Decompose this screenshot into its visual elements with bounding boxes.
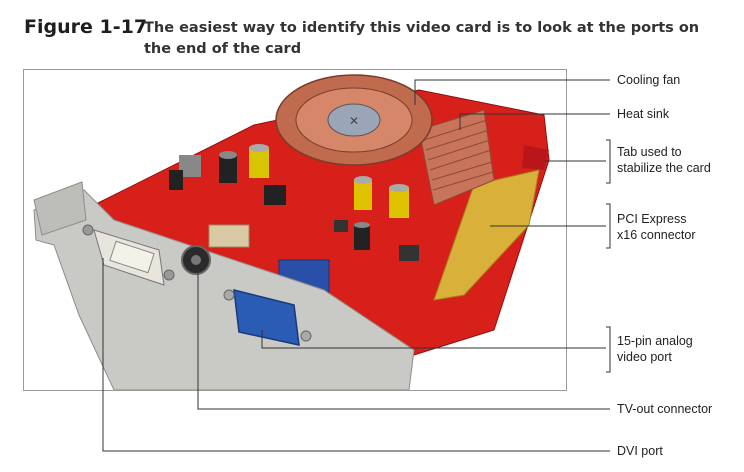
- pci-express-connector-graphic: [433, 169, 540, 301]
- tv-out-port-graphic: [181, 245, 211, 275]
- label-tv-out: TV-out connector: [617, 402, 713, 416]
- heat-sink-graphic: [418, 109, 495, 206]
- callout-bracket-vga: [606, 326, 611, 373]
- stabilizer-tab-graphic: [522, 145, 549, 170]
- metal-bracket: [33, 189, 415, 390]
- capacitors: [169, 144, 409, 250]
- label-tab: Tab used to stabilize the card: [617, 145, 711, 175]
- vga-port-graphic: [223, 289, 312, 346]
- label-dvi-port: DVI port: [617, 444, 663, 458]
- callout-line-cooling-fan: [414, 79, 610, 105]
- beige-connector: [208, 224, 250, 248]
- chip: [264, 185, 286, 205]
- video-card-illustration: ✕: [33, 74, 550, 390]
- bracket-top-tab: [33, 181, 87, 236]
- figure-title: The easiest way to identify this video c…: [144, 20, 700, 57]
- cooling-fan-graphic: ✕: [275, 74, 433, 166]
- callout-bracket-tab: [606, 139, 611, 184]
- video-card-photo: ✕: [23, 69, 567, 391]
- callout-line-heat-sink: [459, 113, 610, 130]
- chip: [399, 245, 419, 261]
- figure-number: Figure 1-17: [24, 16, 148, 38]
- chip: [334, 220, 348, 232]
- label-cooling-fan: Cooling fan: [617, 73, 681, 87]
- callout-line-dvi: [102, 258, 610, 452]
- callout-line-tv-out: [197, 270, 610, 410]
- callout-bracket-pci: [606, 203, 611, 249]
- label-pci-express: PCI Express x16 connector: [617, 212, 696, 242]
- label-vga-port: 15-pin analog video port: [617, 334, 693, 364]
- svg-text:✕: ✕: [349, 114, 359, 128]
- dvi-port-graphic: [82, 224, 175, 286]
- label-heat-sink: Heat sink: [617, 107, 670, 121]
- callout-line-vga: [261, 330, 606, 349]
